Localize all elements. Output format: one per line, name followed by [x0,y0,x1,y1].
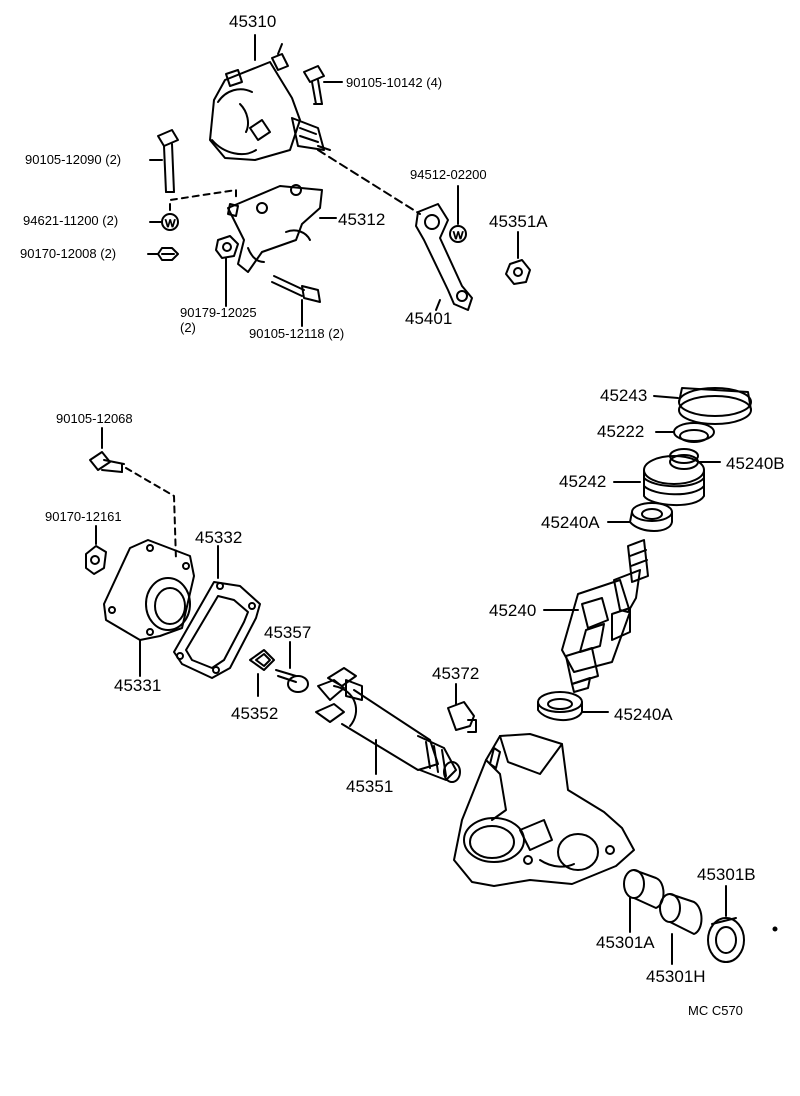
label-90179-12025-qty: (2) [180,320,196,335]
bolt-90105-10142 [303,65,325,105]
svg-text:W: W [453,230,464,242]
gear-housing-45310 [209,43,331,161]
label-90105-12118: 90105-12118 (2) [249,326,345,341]
bolt-90105-12118 [271,275,321,303]
pitman-arm-45401 [415,203,473,311]
label-90105-12068: 90105-12068 [56,411,133,426]
label-45310: 45310 [229,12,277,31]
worm-shaft-45240 [561,539,649,693]
nut-90179-12025 [215,235,239,259]
label-45240: 45240 [489,601,537,620]
bolt-90105-12090 [157,129,179,193]
label-90170-12008: 90170-12008 (2) [20,246,117,261]
label-45240A-bottom: 45240A [614,705,673,724]
label-90105-12090: 90105-12090 (2) [25,152,122,167]
adjusting-bolt-45357 [275,669,309,693]
bushing-45301H [659,893,703,935]
washer-94621-11200: W [161,213,179,231]
svg-text:W: W [165,218,176,230]
washer-94512-02200: W [449,225,467,243]
seal-45301B [707,917,745,963]
nut-90170-12161 [85,545,107,575]
gear-housing-main [453,733,635,887]
label-45351A: 45351A [489,212,548,231]
label-45357: 45357 [264,623,312,642]
nut-45351A [505,259,531,285]
label-45240B: 45240B [726,454,785,473]
gasket-45332 [173,581,261,679]
adjusting-screw-45242 [643,455,705,507]
sector-shaft-45351 [315,667,461,783]
bushing-45301A [623,869,665,909]
label-45301H: 45301H [646,967,706,986]
label-45301B: 45301B [697,865,756,884]
label-94621-11200: 94621-11200 (2) [23,213,119,228]
bolt-90105-12068 [89,451,125,473]
label-90170-12161: 90170-12161 [45,509,122,524]
label-45372: 45372 [432,664,480,683]
seal-45222 [673,422,715,443]
bearing-45240A-upper [629,502,673,532]
lock-nut-45243 [678,387,752,425]
label-45243: 45243 [600,386,648,405]
label-45312: 45312 [338,210,386,229]
figure-code: MC C570 [688,1003,743,1018]
shim-45352 [249,649,275,671]
label-94512-02200: 94512-02200 [410,167,487,182]
label-45351: 45351 [346,777,394,796]
label-45242: 45242 [559,472,607,491]
label-45332: 45332 [195,528,243,547]
label-45331: 45331 [114,676,162,695]
bearing-45240A-lower [537,691,583,721]
label-90179-12025: 90179-12025 [180,305,257,320]
label-45240A-top: 45240A [541,513,600,532]
label-90105-10142: 90105-10142 (4) [346,75,443,90]
plug-45372 [447,701,477,733]
label-45352: 45352 [231,704,279,723]
label-45222: 45222 [597,422,645,441]
bracket-45312 [227,184,323,273]
label-45301A: 45301A [596,933,655,952]
side-cover-45331 [103,539,195,641]
label-45401: 45401 [405,309,453,328]
nut-90170-12008 [157,247,179,261]
